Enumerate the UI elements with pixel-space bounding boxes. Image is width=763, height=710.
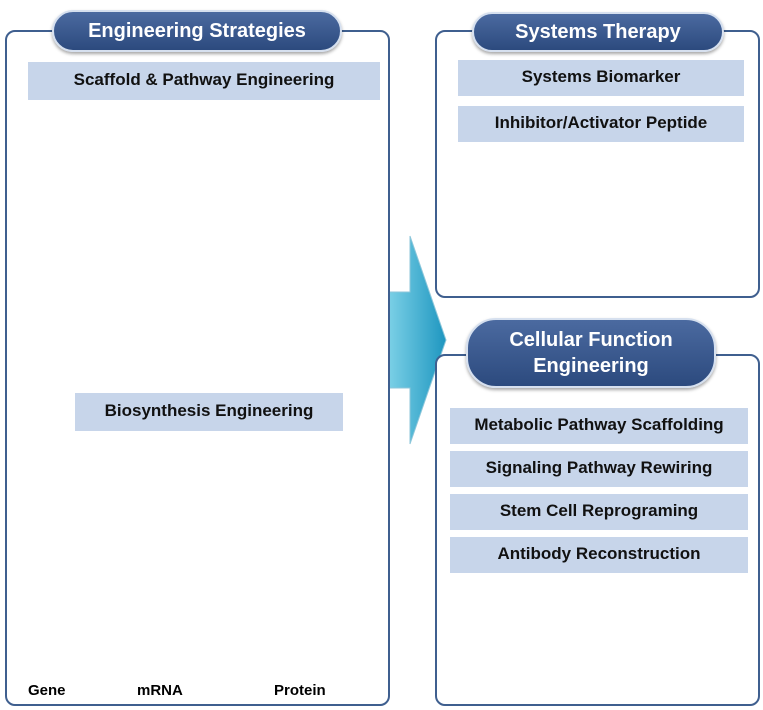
- scaffold-pathway-label: Scaffold & Pathway Engineering: [28, 62, 380, 100]
- biosynthesis-label: Biosynthesis Engineering: [75, 393, 343, 431]
- cellular-function-title: Cellular Function Engineering: [466, 318, 716, 388]
- engineering-strategies-title: Engineering Strategies: [52, 10, 342, 52]
- antibody-reconstruction-label: Antibody Reconstruction: [450, 537, 748, 573]
- metabolic-pathway-label: Metabolic Pathway Scaffolding: [450, 408, 748, 444]
- protein-axis-label: Protein: [274, 682, 326, 699]
- cellular-function-title-line1: Cellular Function: [509, 329, 673, 351]
- mrna-axis-label: mRNA: [137, 682, 183, 699]
- cellular-function-panel: [435, 354, 760, 706]
- cellular-function-title-line2: Engineering: [533, 355, 649, 377]
- inhibitor-activator-label: Inhibitor/Activator Peptide: [458, 106, 744, 142]
- engineering-strategies-panel: [5, 30, 390, 706]
- transition-arrow: [385, 235, 447, 445]
- signaling-pathway-label: Signaling Pathway Rewiring: [450, 451, 748, 487]
- systems-therapy-title: Systems Therapy: [472, 12, 724, 52]
- gene-axis-label: Gene: [28, 682, 66, 699]
- systems-biomarker-label: Systems Biomarker: [458, 60, 744, 96]
- stem-cell-label: Stem Cell Reprograming: [450, 494, 748, 530]
